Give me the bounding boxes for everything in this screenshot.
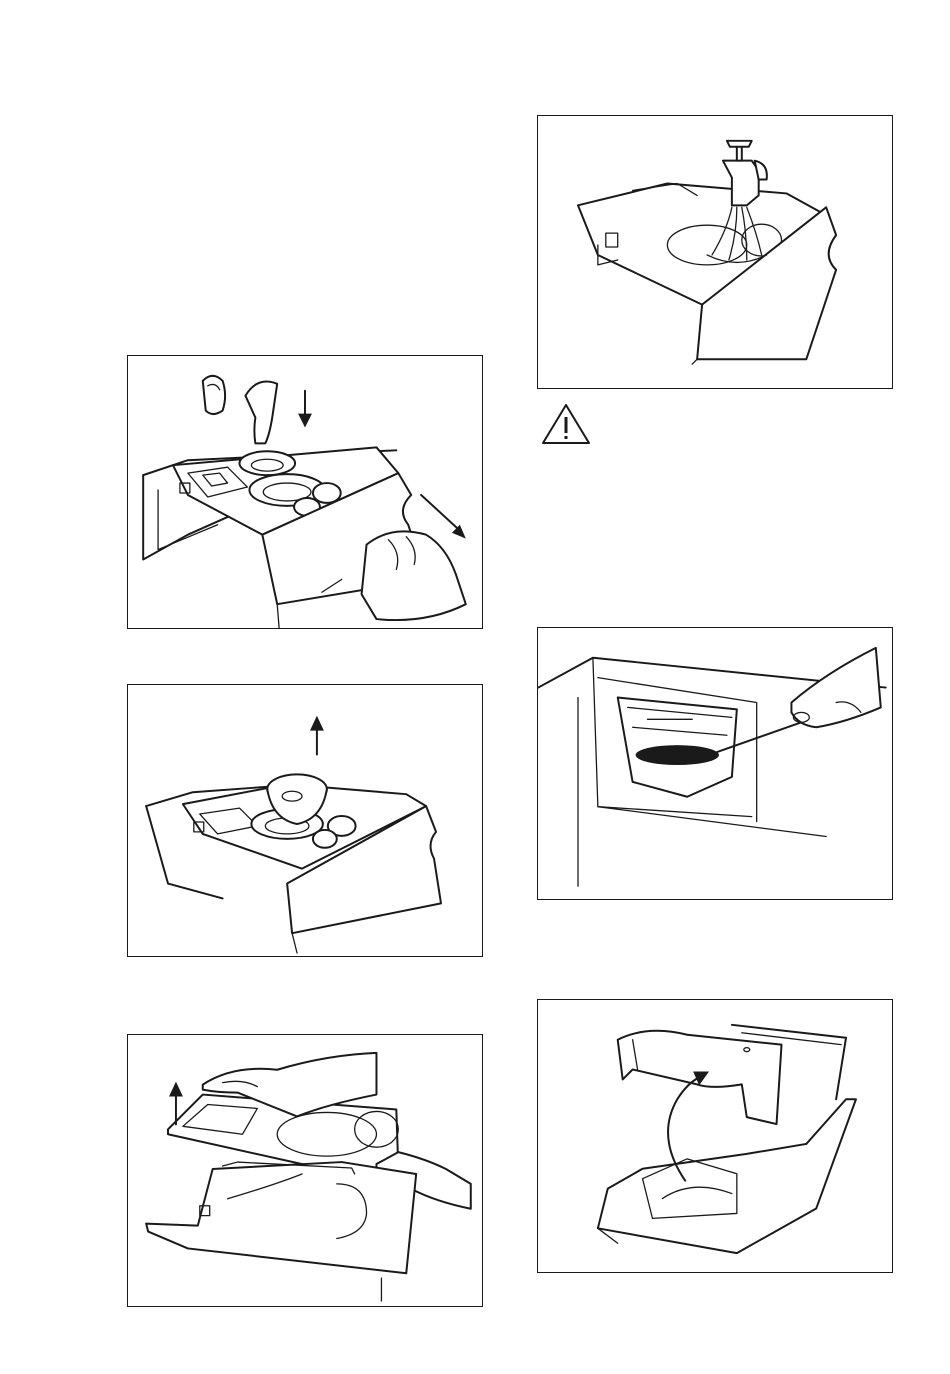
drawer-pull-out-drawing [128,356,482,628]
brush-cleaning-drawing [538,628,892,899]
cover-reinsert-drawing [538,1000,892,1272]
illustration-remove-cover [127,1034,483,1307]
illustration-brush-recess [537,627,893,900]
warning-triangle-icon [540,402,592,446]
tap-rinse-drawing [538,116,892,388]
illustration-lift-siphon [127,684,483,957]
illustration-reinsert-cover [537,999,893,1273]
siphon-lift-drawing [128,685,482,956]
illustration-rinse-under-tap [537,115,893,389]
illustration-press-lever-pull-drawer [127,355,483,629]
cover-removal-drawing [128,1035,482,1306]
